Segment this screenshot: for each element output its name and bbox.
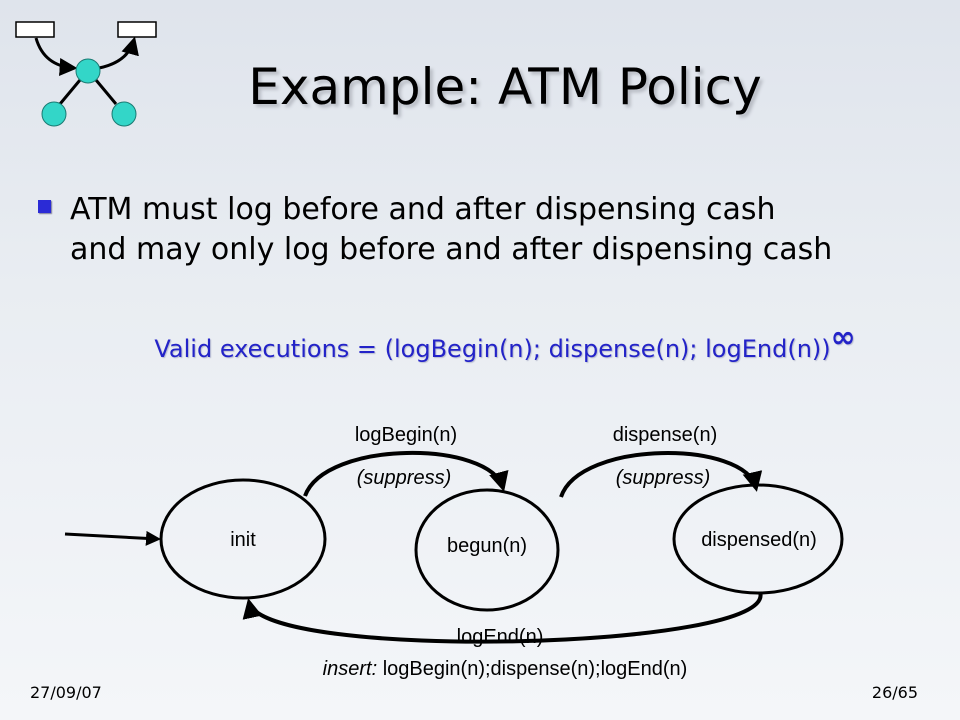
bullet-item: ATM must log before and after dispensing… bbox=[38, 190, 918, 270]
insert-keyword: insert: bbox=[323, 658, 377, 680]
slide-title: Example: ATM Policy bbox=[248, 58, 762, 116]
state-init-label: init bbox=[230, 529, 256, 551]
dispense-effect-label: (suppress) bbox=[616, 467, 710, 489]
log-begin-action-label: logBegin(n) bbox=[355, 424, 457, 446]
state-begun-label: begun(n) bbox=[447, 535, 527, 557]
valid-executions-formula: Valid executions = (logBegin(n); dispens… bbox=[0, 320, 960, 363]
bullet-line-2: and may only log before and after dispen… bbox=[70, 232, 833, 267]
initial-arrow bbox=[64, 530, 161, 546]
log-end-action-label: logEnd(n) bbox=[457, 626, 544, 648]
insert-sequence: logBegin(n);dispense(n);logEnd(n) bbox=[377, 658, 687, 680]
bullet-square-icon bbox=[38, 200, 51, 213]
state-dispensed bbox=[672, 483, 844, 595]
log-begin-effect-label: (suppress) bbox=[357, 467, 451, 489]
state-begun bbox=[414, 488, 560, 612]
dispense-action-label: dispense(n) bbox=[613, 424, 718, 446]
transition-dispense-arrow bbox=[559, 451, 763, 498]
state-dispensed-label: dispensed(n) bbox=[701, 529, 817, 551]
footer-page-number: 26/65 bbox=[871, 683, 918, 702]
infinity-superscript: ∞ bbox=[830, 320, 856, 355]
state-init bbox=[159, 478, 327, 600]
formula-text: Valid executions = (logBegin(n); dispens… bbox=[154, 335, 831, 363]
transition-log-end-arrow bbox=[242, 591, 763, 644]
log-end-effect-label: insert: logBegin(n);dispense(n);logEnd(n… bbox=[323, 658, 688, 680]
bullet-line-1: ATM must log before and after dispensing… bbox=[70, 192, 776, 227]
transition-log-begin-arrow bbox=[303, 450, 509, 497]
footer-date: 27/09/07 bbox=[30, 683, 102, 702]
policy-logo-icon bbox=[15, 21, 157, 127]
